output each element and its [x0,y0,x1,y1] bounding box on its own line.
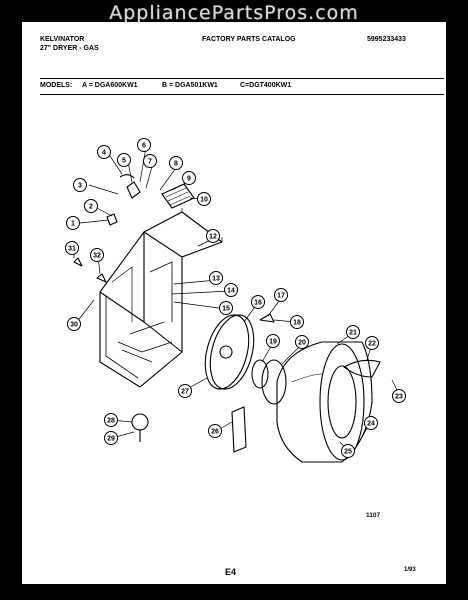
svg-text:25: 25 [344,449,352,456]
catalog-page: KELVINATOR FACTORY PARTS CATALOG 5995233… [22,22,446,584]
model-a: A = DGA600KW1 [82,82,138,89]
callout-28: 28 [104,413,118,427]
diagram-code: 1107 [366,512,381,519]
front-bulkhead-part [204,314,255,390]
svg-text:28: 28 [107,418,115,425]
svg-text:6: 6 [142,143,146,150]
svg-text:30: 30 [70,322,78,329]
callout-16: 16 [251,295,265,309]
callout-2: 2 [84,199,98,213]
model-b: B = DGA501KW1 [162,82,218,89]
callout-10: 10 [197,192,211,206]
callout-15: 15 [219,301,233,315]
svg-text:26: 26 [211,429,219,436]
wire-part [119,174,135,179]
callout-18: 18 [290,315,304,329]
revision-date: 1/93 [404,567,416,573]
svg-text:32: 32 [93,253,101,260]
models-label: MODELS: [40,82,73,89]
svg-text:14: 14 [227,288,235,295]
callout-19: 19 [266,334,280,348]
svg-text:22: 22 [368,341,376,348]
callout-20: 20 [295,335,309,349]
svg-text:4: 4 [102,150,106,157]
svg-text:9: 9 [187,176,191,183]
svg-text:17: 17 [277,293,285,300]
switch-part [106,213,118,226]
svg-text:7: 7 [148,159,152,166]
svg-text:31: 31 [68,246,76,253]
svg-text:10: 10 [200,197,208,204]
svg-text:15: 15 [222,306,230,313]
svg-text:19: 19 [269,339,277,346]
brand-label: KELVINATOR [40,36,85,43]
header-rule-bottom [40,94,444,95]
foot-part [131,413,149,431]
callout-8: 8 [169,156,183,170]
drum-support-part [231,406,247,453]
drum-part [276,341,373,463]
callout-25: 25 [341,444,355,458]
lint-trap-part [343,359,381,378]
svg-text:12: 12 [209,234,217,241]
callout-22: 22 [365,336,379,350]
callout-5: 5 [117,153,131,167]
svg-text:29: 29 [107,436,115,443]
clip-part [73,257,83,267]
callout-23: 23 [392,389,406,403]
catalog-title: FACTORY PARTS CATALOG [202,36,296,43]
page-number: E4 [225,567,237,577]
svg-text:8: 8 [174,161,178,168]
callout-26: 26 [208,424,222,438]
callout-24: 24 [364,416,378,430]
callout-13: 13 [209,271,223,285]
svg-text:20: 20 [298,340,306,347]
catalog-number: 5995233433 [367,36,406,43]
svg-text:2: 2 [89,204,93,211]
svg-text:18: 18 [293,320,301,327]
product-label: 27" DRYER - GAS [40,45,99,52]
callout-21: 21 [346,325,360,339]
callout-30: 30 [67,317,81,331]
callout-1: 1 [66,216,80,230]
header-rule-top [40,78,444,79]
callout-12: 12 [206,229,220,243]
svg-text:21: 21 [349,330,357,337]
callout-32: 32 [90,248,104,262]
callout-14: 14 [224,283,238,297]
cabinet-frame-part [99,231,183,388]
callout-31: 31 [65,241,79,255]
svg-text:23: 23 [395,394,403,401]
svg-text:16: 16 [254,300,262,307]
back-panel-part [143,208,223,258]
grille-part [161,183,195,209]
screw-part [96,273,107,283]
callout-6: 6 [137,138,151,152]
callout-4: 4 [97,145,111,159]
svg-text:3: 3 [78,183,82,190]
svg-text:1: 1 [71,221,75,228]
gasket-part [261,359,287,405]
callout-27: 27 [178,384,192,398]
seal-ring-part [251,359,269,389]
svg-text:24: 24 [367,421,375,428]
callout-17: 17 [274,288,288,302]
svg-text:5: 5 [122,158,126,165]
watermark: AppliancePartsPros.com [109,2,359,24]
exploded-parts-diagram: 1234567891012131415161718192021222324252… [65,138,406,463]
svg-text:27: 27 [181,389,189,396]
model-c: C=DGT400KW1 [240,82,292,89]
callout-9: 9 [182,171,196,185]
callout-7: 7 [143,154,157,168]
pulley-part [259,313,275,323]
callout-29: 29 [104,431,118,445]
bracket-part [126,181,141,199]
callout-3: 3 [73,178,87,192]
svg-text:13: 13 [212,276,220,283]
